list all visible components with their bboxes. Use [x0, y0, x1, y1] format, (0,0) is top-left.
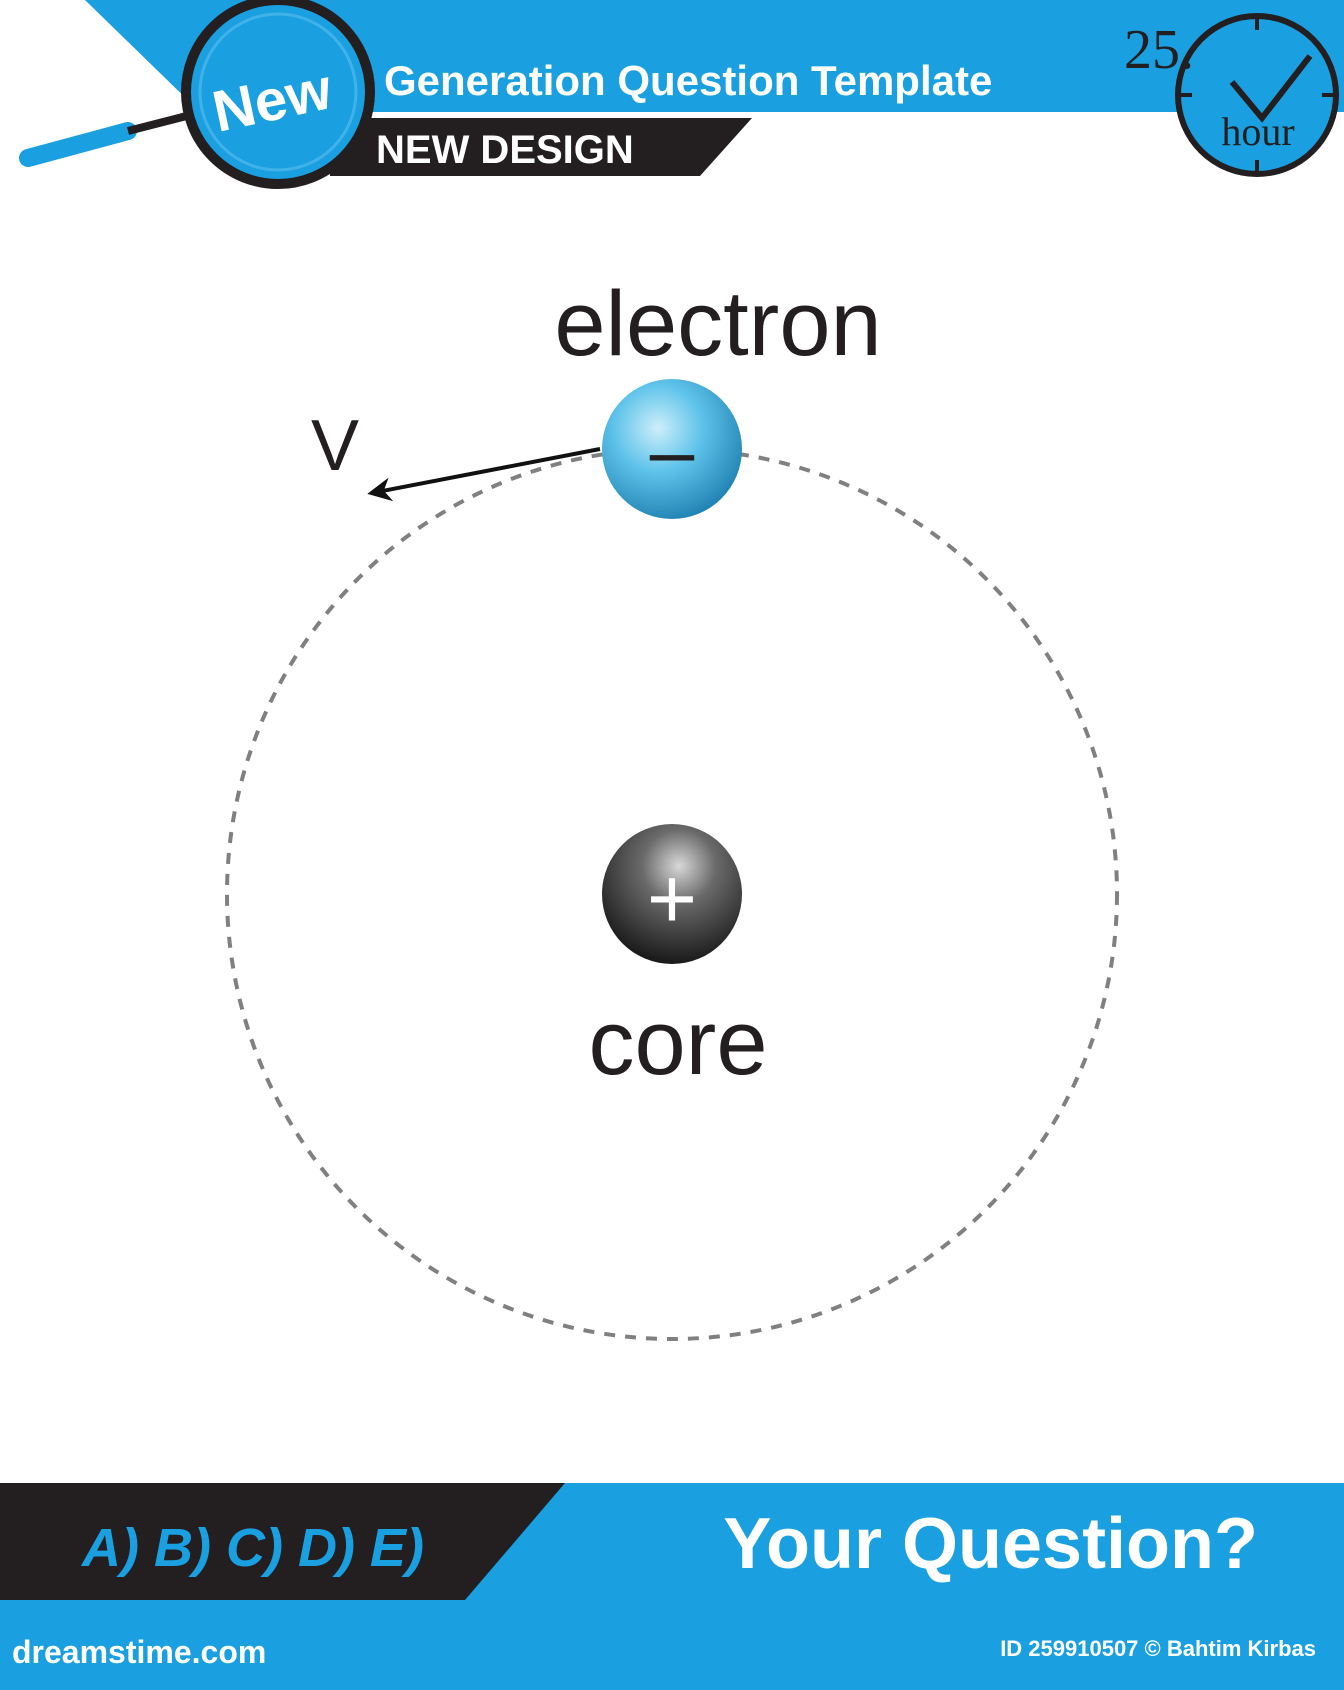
watermark-bar — [0, 1600, 1344, 1690]
electron-sign: – — [650, 406, 695, 495]
electron-label: electron — [554, 273, 881, 375]
atom-diagram: – + electron V core — [225, 273, 1119, 1341]
core — [602, 824, 742, 964]
header-subtitle: NEW DESIGN — [376, 128, 634, 172]
header: New Generation Question Template NEW DES… — [19, 0, 1344, 189]
electron — [602, 379, 742, 519]
electron-orbit — [225, 447, 1119, 1341]
clock-icon — [1175, 13, 1339, 177]
header-title: Generation Question Template — [384, 57, 992, 104]
watermark-site: dreamstime.com — [12, 1634, 266, 1670]
checkmark-icon — [1229, 54, 1313, 123]
core-sign: + — [647, 851, 697, 947]
magnifier-icon — [19, 0, 375, 189]
timer-unit: hour — [1221, 109, 1294, 154]
header-band — [85, 0, 1344, 112]
core-label: core — [589, 992, 768, 1094]
footer-blue-band — [465, 1483, 1344, 1600]
timer-number: 25. — [1124, 19, 1194, 81]
question-label: Your Question? — [723, 1504, 1258, 1584]
watermark-image-id: ID 259910507 © Bahtim Kirbas — [1000, 1636, 1316, 1661]
footer: A) B) C) D) E) Your Question? dreamstime… — [0, 1483, 1344, 1690]
velocity-arrow — [367, 447, 601, 502]
answer-options: A) B) C) D) E) — [80, 1518, 424, 1578]
velocity-label: V — [311, 406, 359, 486]
subtitle-band — [330, 118, 752, 176]
